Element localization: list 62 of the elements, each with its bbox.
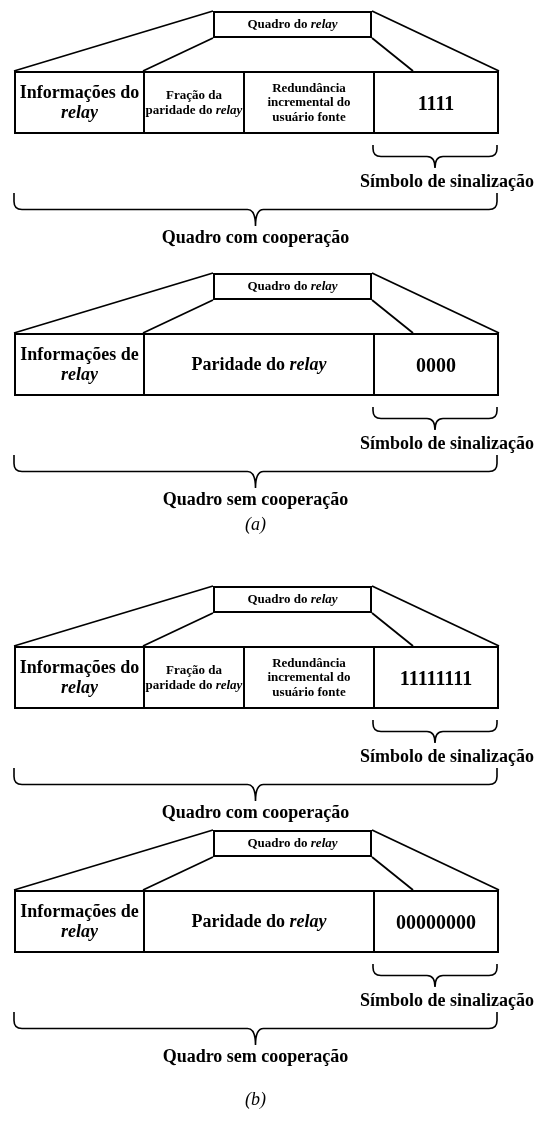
header-text: Quadro do relay bbox=[247, 836, 338, 851]
field-text: Informações do relay bbox=[18, 657, 141, 698]
expansion-line bbox=[371, 829, 500, 891]
field-text: Fração da paridade do relay bbox=[145, 88, 243, 117]
frame-field bbox=[243, 646, 375, 709]
expansion-line bbox=[371, 299, 414, 334]
bracket-label: Símbolo de sinalização bbox=[360, 990, 534, 1011]
signal-field bbox=[373, 646, 499, 709]
field-text: 1111 bbox=[417, 91, 455, 114]
field-text: Redundância incremental do usuário fonte bbox=[266, 656, 352, 699]
bracket-label: Quadro sem cooperação bbox=[161, 1046, 350, 1067]
frame-header-box bbox=[213, 586, 372, 613]
header-text: Quadro do relay bbox=[247, 17, 338, 32]
field-text: Informações de relay bbox=[19, 344, 140, 385]
expansion-line bbox=[13, 585, 214, 647]
frame-header-box bbox=[213, 273, 372, 300]
bracket-label: Símbolo de sinalização bbox=[360, 433, 534, 454]
bracket-label: Quadro sem cooperação bbox=[161, 489, 350, 510]
bracket-label: Símbolo de sinalização bbox=[360, 171, 534, 192]
bracket-label: Símbolo de sinalização bbox=[360, 746, 534, 767]
field-text: Informações de relay bbox=[19, 901, 140, 942]
frame-field bbox=[14, 646, 145, 709]
frame-field bbox=[14, 333, 145, 396]
expansion-line bbox=[371, 10, 500, 72]
expansion-line bbox=[13, 272, 214, 334]
field-text: Fração da paridade do relay bbox=[145, 663, 243, 692]
frame-field bbox=[14, 71, 145, 134]
frame-header-box bbox=[213, 11, 372, 38]
signal-field bbox=[373, 333, 499, 396]
panel-caption: (b) bbox=[244, 1089, 267, 1110]
expansion-line bbox=[142, 299, 214, 334]
bracket-label: Quadro com cooperação bbox=[160, 802, 351, 823]
expansion-line bbox=[371, 612, 414, 647]
expansion-line bbox=[13, 10, 214, 72]
field-text: 0000 bbox=[416, 353, 456, 376]
field-text: 11111111 bbox=[399, 666, 473, 689]
field-text: Informações do relay bbox=[18, 82, 141, 123]
field-text: Redundância incremental do usuário fonte bbox=[266, 81, 352, 124]
header-text: Quadro do relay bbox=[247, 279, 338, 294]
frame-field bbox=[243, 71, 375, 134]
field-text: 00000000 bbox=[396, 910, 476, 933]
signal-field bbox=[373, 71, 499, 134]
frame-field bbox=[143, 71, 245, 134]
expansion-line bbox=[371, 272, 500, 334]
panel-caption: (a) bbox=[244, 514, 267, 535]
frame-field bbox=[14, 890, 145, 953]
field-text: Paridade do relay bbox=[191, 911, 327, 932]
expansion-line bbox=[371, 37, 414, 72]
bracket-label: Quadro com cooperação bbox=[160, 227, 351, 248]
expansion-line bbox=[371, 856, 414, 891]
field-text: Paridade do relay bbox=[191, 354, 327, 375]
frame-field bbox=[143, 333, 375, 396]
frame-field bbox=[143, 890, 375, 953]
header-text: Quadro do relay bbox=[247, 592, 338, 607]
frame-header-box bbox=[213, 830, 372, 857]
expansion-line bbox=[142, 612, 214, 647]
expansion-line bbox=[371, 585, 500, 647]
signal-field bbox=[373, 890, 499, 953]
expansion-line bbox=[142, 37, 214, 72]
expansion-line bbox=[13, 829, 214, 891]
expansion-line bbox=[142, 856, 214, 891]
frame-field bbox=[143, 646, 245, 709]
